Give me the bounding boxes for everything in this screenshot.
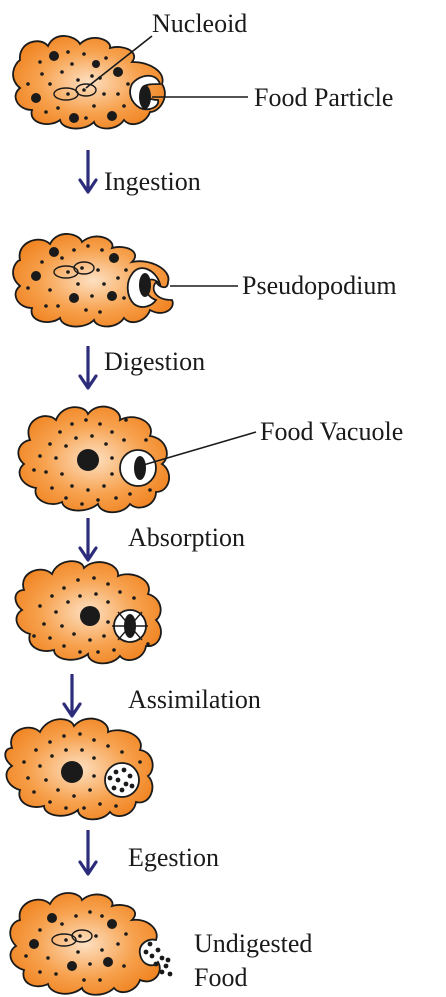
step-ingestion-label: Ingestion	[104, 167, 201, 196]
arrow-ingestion	[80, 150, 96, 192]
stage-3-amoeba	[18, 407, 256, 513]
arrow-digestion	[80, 346, 96, 388]
pseudopodium-label: Pseudopodium	[242, 271, 397, 300]
nucleus-3	[77, 449, 99, 471]
nucleoid-label: Nucleoid	[152, 9, 247, 38]
stage-6-amoeba	[10, 893, 172, 995]
stage-2-amoeba	[13, 234, 238, 327]
arrow-absorption	[80, 518, 96, 560]
arrow-egestion	[80, 830, 96, 874]
food-particle-label: Food Particle	[254, 83, 393, 112]
nucleus-5	[61, 761, 83, 783]
undigested-food-label-line2: Food	[194, 963, 247, 992]
step-digestion-label: Digestion	[104, 347, 205, 376]
arrow-assimilation	[64, 674, 80, 716]
stage-4-amoeba	[15, 561, 161, 663]
step-assimilation-label: Assimilation	[128, 685, 261, 714]
undigested-food-label-line1: Undigested	[194, 929, 312, 958]
nucleus-4	[80, 606, 100, 626]
food-particle-2	[139, 273, 151, 297]
step-absorption-label: Absorption	[128, 523, 245, 552]
stage-5-amoeba	[5, 719, 152, 820]
step-egestion-label: Egestion	[128, 843, 219, 872]
food-particle-1	[139, 85, 151, 109]
food-vacuole-label: Food Vacuole	[260, 417, 403, 446]
stage-1-amoeba	[13, 36, 248, 129]
